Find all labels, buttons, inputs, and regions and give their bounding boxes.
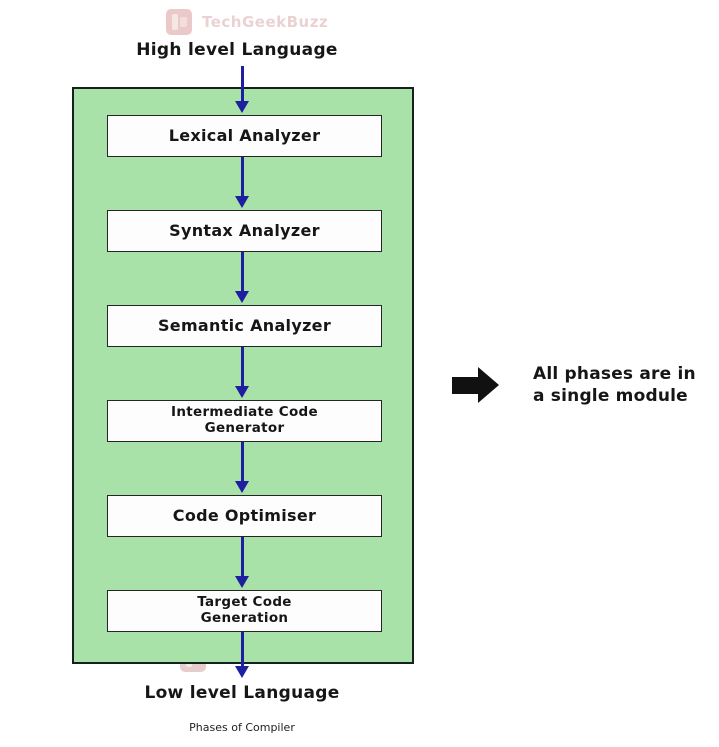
watermark-top: TechGeekBuzz xyxy=(166,9,328,35)
arrowhead-down-icon xyxy=(235,291,249,303)
techgeekbuzz-logo-icon xyxy=(166,9,192,35)
arrow-shaft xyxy=(241,442,244,482)
phase-box-intermediate-code-generator: Intermediate Code Generator xyxy=(107,400,382,442)
phase-box-target-code-generation: Target Code Generation xyxy=(107,590,382,632)
arrowhead-down-icon xyxy=(235,101,249,113)
arrowhead-down-icon xyxy=(235,481,249,493)
phase-box-lexical-analyzer: Lexical Analyzer xyxy=(107,115,382,157)
phase-box-syntax-analyzer: Syntax Analyzer xyxy=(107,210,382,252)
phase-box-semantic-analyzer: Semantic Analyzer xyxy=(107,305,382,347)
arrow-shaft xyxy=(241,157,244,197)
flow-arrow-1 xyxy=(235,157,250,208)
flow-arrow-2 xyxy=(235,252,250,303)
arrow-bar xyxy=(452,377,479,394)
low-level-language-label: Low level Language xyxy=(144,683,340,703)
arrow-shaft xyxy=(241,252,244,292)
arrow-shaft xyxy=(241,66,244,102)
flow-arrow-output xyxy=(235,632,250,678)
arrow-shaft xyxy=(241,632,244,667)
diagram-caption: Phases of Compiler xyxy=(189,721,295,734)
arrowhead-down-icon xyxy=(235,196,249,208)
arrowhead-down-icon xyxy=(235,386,249,398)
high-level-language-label: High level Language xyxy=(136,40,338,60)
flow-arrow-5 xyxy=(235,537,250,588)
flow-arrow-4 xyxy=(235,442,250,493)
arrow-tip xyxy=(478,367,499,403)
phase-box-code-optimiser: Code Optimiser xyxy=(107,495,382,537)
arrow-shaft xyxy=(241,347,244,387)
arrow-shaft xyxy=(241,537,244,577)
annotation-single-module: All phases are in a single module xyxy=(533,364,696,406)
watermark-text: TechGeekBuzz xyxy=(202,13,329,31)
arrowhead-down-icon xyxy=(235,666,249,678)
right-arrow-icon xyxy=(452,367,499,404)
flow-arrow-3 xyxy=(235,347,250,398)
flow-arrow-input xyxy=(235,66,250,113)
arrowhead-down-icon xyxy=(235,576,249,588)
